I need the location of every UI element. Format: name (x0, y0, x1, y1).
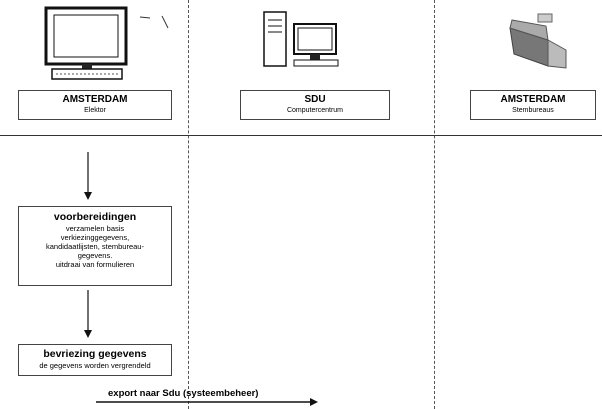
arrow-to-bevriezing (84, 290, 92, 338)
step-line: verzamelen basis (65, 224, 125, 233)
step-voorbereidingen: voorbereidingen verzamelen basis verkiez… (18, 206, 172, 286)
lane-subtitle: Computercentrum (286, 107, 344, 114)
step-line: gegevens. (77, 251, 113, 260)
desktop-computer-icon (44, 6, 169, 80)
lane-header-sdu: SDU Computercentrum (240, 90, 390, 120)
server-computer-icon (263, 11, 339, 67)
step-bevriezing-gegevens: bevriezing gegevens de gegevens worden v… (18, 344, 172, 376)
step-line: de gegevens worden vergrendeld (39, 361, 151, 370)
header-divider (0, 135, 602, 136)
export-arrow (96, 398, 318, 406)
lane-subtitle: Elektor (84, 107, 106, 114)
step-line: uitdraai van formulieren (55, 260, 135, 269)
lane-title: SDU (304, 94, 326, 105)
lane-header-stembureaus: AMSTERDAM Stembureaus (470, 90, 596, 120)
lane-title: AMSTERDAM (62, 94, 128, 105)
voting-booth-icon (509, 13, 567, 69)
step-title: bevriezing gegevens (43, 348, 147, 360)
lane-divider-2 (434, 0, 435, 409)
arrow-to-voorbereidingen (84, 152, 92, 200)
lane-subtitle: Stembureaus (512, 107, 554, 114)
step-title: voorbereidingen (53, 211, 137, 223)
lane-divider-1 (188, 0, 189, 409)
step-line: kandidaatlijsten, stembureau- (46, 242, 144, 251)
export-label: export naar Sdu (systeembeheer) (108, 388, 259, 399)
lane-header-elektor: AMSTERDAM Elektor (18, 90, 172, 120)
step-line: verkiezinggegevens, (60, 233, 130, 242)
lane-title: AMSTERDAM (500, 94, 566, 105)
